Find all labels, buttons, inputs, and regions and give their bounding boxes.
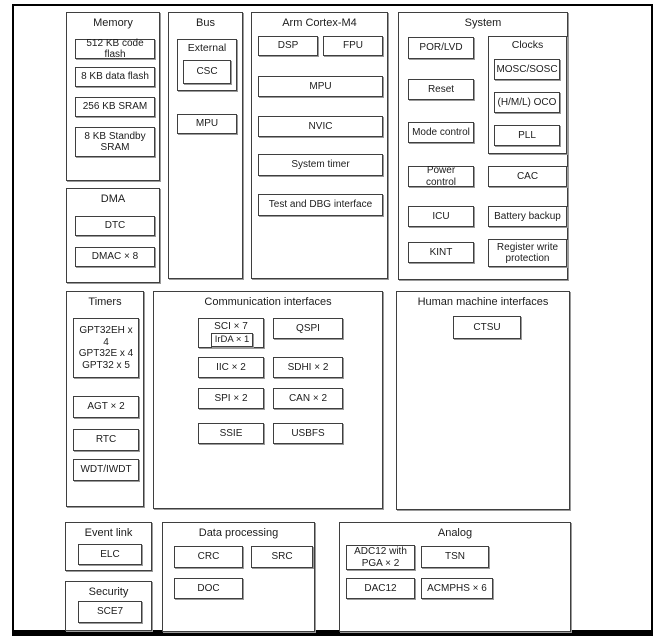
- block-can: CAN × 2: [273, 388, 343, 409]
- block-data-flash: 8 KB data flash: [75, 67, 155, 87]
- section-timers: Timers GPT32EH x 4 GPT32E x 4 GPT32 x 5 …: [66, 291, 144, 507]
- block-icu: ICU: [408, 206, 474, 227]
- section-title-cortex-m4: Arm Cortex-M4: [282, 17, 357, 29]
- block-acmphs: ACMPHS × 6: [421, 578, 493, 599]
- block-power-control: Power control: [408, 165, 474, 188]
- block-test-dbg: Test and DBG interface: [258, 194, 383, 216]
- block-cac: CAC: [488, 166, 567, 187]
- block-irda: IrDA × 1: [211, 333, 253, 347]
- block-qspi: QSPI: [273, 318, 343, 339]
- section-analog: Analog ADC12 with PGA × 2 TSN DAC12 ACMP…: [339, 522, 571, 632]
- block-mosc-sosc: MOSC/SOSC: [494, 59, 560, 80]
- block-sdhi: SDHI × 2: [273, 357, 343, 378]
- block-cortex-mpu: MPU: [258, 76, 383, 97]
- section-cortex-m4: Arm Cortex-M4 DSP FPU MPU NVIC System ti…: [251, 12, 388, 279]
- block-system-timer: System timer: [258, 154, 383, 176]
- block-ssie: SSIE: [198, 423, 264, 444]
- block-por-lvd: POR/LVD: [408, 37, 474, 59]
- block-clocks: Clocks MOSC/SOSC (H/M/L) OCO PLL: [488, 36, 567, 154]
- block-mode-control: Mode control: [408, 122, 474, 143]
- section-title-dma: DMA: [100, 193, 126, 205]
- section-title-memory: Memory: [93, 17, 133, 29]
- block-elc: ELC: [78, 544, 142, 565]
- block-sci: SCI × 7 IrDA × 1: [198, 318, 264, 348]
- block-spi: SPI × 2: [198, 388, 264, 409]
- section-title-event-link: Event link: [84, 527, 133, 539]
- block-dtc: DTC: [75, 216, 155, 236]
- section-title-security: Security: [88, 586, 129, 598]
- external-label: External: [187, 42, 227, 54]
- section-title-system: System: [464, 17, 502, 29]
- block-wdt-iwdt: WDT/IWDT: [73, 459, 139, 481]
- block-pll: PLL: [494, 125, 560, 146]
- block-reset: Reset: [408, 79, 474, 100]
- block-fpu: FPU: [323, 36, 383, 56]
- block-code-flash: 512 KB code flash: [75, 38, 155, 60]
- block-sce7: SCE7: [78, 601, 142, 623]
- block-agt: AGT × 2: [73, 396, 139, 418]
- section-human-machine-interfaces: Human machine interfaces CTSU: [396, 291, 570, 510]
- block-doc: DOC: [174, 578, 243, 599]
- section-memory: Memory 512 KB code flash 8 KB data flash…: [66, 12, 160, 181]
- clocks-label: Clocks: [511, 39, 544, 51]
- block-nvic: NVIC: [258, 116, 383, 137]
- block-oco: (H/M/L) OCO: [494, 92, 560, 113]
- block-usbfs: USBFS: [273, 423, 343, 444]
- block-crc: CRC: [174, 546, 243, 568]
- block-adc12-pga: ADC12 with PGA × 2: [346, 545, 415, 570]
- section-title-timers: Timers: [88, 296, 122, 308]
- section-event-link: Event link ELC: [65, 522, 152, 571]
- block-rtc: RTC: [73, 429, 139, 451]
- gpt-line-1: GPT32EH x 4: [79, 325, 133, 348]
- block-gpt: GPT32EH x 4 GPT32E x 4 GPT32 x 5: [73, 318, 139, 378]
- section-title-analog: Analog: [437, 527, 473, 539]
- block-sram: 256 KB SRAM: [75, 97, 155, 117]
- section-title-communication-interfaces: Communication interfaces: [204, 296, 332, 308]
- sci-label: SCI × 7: [214, 321, 248, 332]
- block-dmac: DMAC × 8: [75, 247, 155, 267]
- section-communication-interfaces: Communication interfaces SCI × 7 IrDA × …: [153, 291, 383, 509]
- section-system: System POR/LVD Reset Mode control Power …: [398, 12, 568, 280]
- section-data-processing: Data processing CRC SRC DOC: [162, 522, 315, 632]
- block-csc: CSC: [183, 60, 231, 84]
- section-title-data-processing: Data processing: [198, 527, 279, 539]
- block-kint: KINT: [408, 242, 474, 263]
- block-standby-sram: 8 KB Standby SRAM: [75, 127, 155, 157]
- block-external: External CSC: [177, 39, 237, 91]
- gpt-line-2: GPT32E x 4: [78, 348, 134, 359]
- section-title-bus: Bus: [196, 17, 215, 29]
- block-dsp: DSP: [258, 36, 318, 56]
- block-ctsu: CTSU: [453, 316, 521, 339]
- section-dma: DMA DTC DMAC × 8: [66, 188, 160, 283]
- section-security: Security SCE7: [65, 581, 152, 631]
- block-register-write-protection: Register write protection: [488, 239, 567, 267]
- block-bus-mpu: MPU: [177, 114, 237, 134]
- block-tsn: TSN: [421, 546, 489, 568]
- section-bus: Bus External CSC MPU: [168, 12, 243, 279]
- block-src: SRC: [251, 546, 313, 568]
- diagram-frame: Memory 512 KB code flash 8 KB data flash…: [12, 4, 653, 636]
- section-title-human-machine-interfaces: Human machine interfaces: [417, 296, 549, 308]
- block-dac12: DAC12: [346, 578, 415, 599]
- gpt-line-3: GPT32 x 5: [82, 359, 130, 371]
- block-battery-backup: Battery backup: [488, 206, 567, 227]
- block-iic: IIC × 2: [198, 357, 264, 378]
